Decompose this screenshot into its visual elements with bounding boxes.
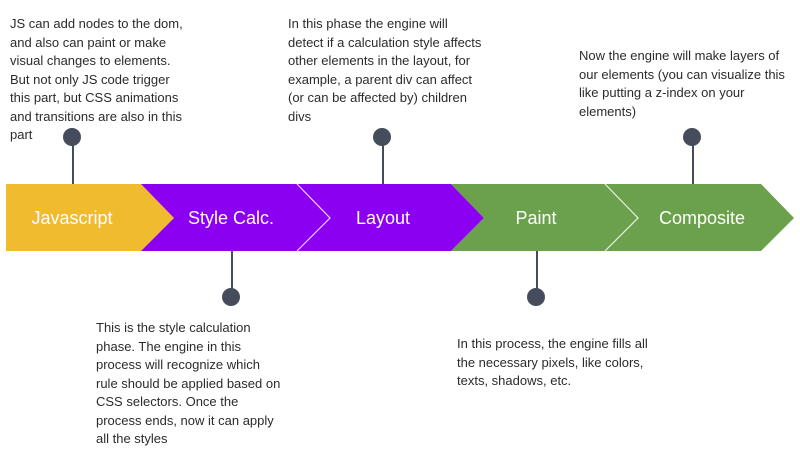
stage-divider [604, 183, 639, 252]
javascript-connector [72, 138, 74, 184]
composite-connector [692, 138, 694, 184]
paint-dot [527, 288, 545, 306]
stage-composite-segment [605, 184, 794, 251]
stage-divider [296, 183, 331, 252]
stage-style-calc-segment [141, 184, 330, 251]
layout-connector [382, 138, 384, 184]
style-calc-dot [222, 288, 240, 306]
stage-javascript-segment [6, 184, 174, 251]
stage-layout-segment [297, 184, 484, 251]
paint-note: In this process, the engine fills all th… [457, 336, 648, 388]
javascript-dot [63, 128, 81, 146]
stage-label-composite: Composite [659, 208, 745, 228]
paint-connector [536, 251, 538, 297]
stage-label-paint: Paint [515, 208, 556, 228]
stage-label-style-calc: Style Calc. [188, 208, 274, 228]
composite-note: Now the engine will make layers of our e… [579, 48, 785, 119]
layout-dot [373, 128, 391, 146]
style-calc-connector [231, 251, 233, 297]
stage-paint-segment [451, 184, 638, 251]
style-calc-note: This is the style calculation phase. The… [96, 320, 281, 446]
stage-label-javascript: Javascript [31, 208, 112, 228]
layout-note: In this phase the engine will detect if … [288, 16, 482, 124]
stage-label-layout: Layout [356, 208, 410, 228]
composite-dot [683, 128, 701, 146]
javascript-note: JS can add nodes to the dom, and also ca… [10, 16, 183, 142]
